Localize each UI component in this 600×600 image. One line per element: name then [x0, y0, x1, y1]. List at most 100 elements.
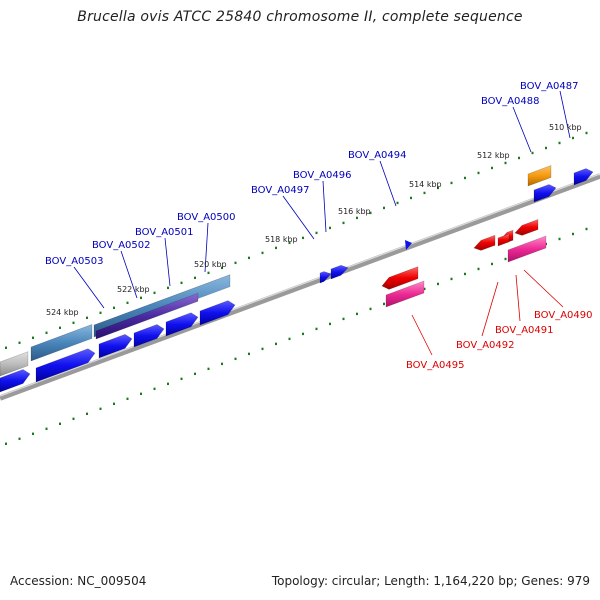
- track-dot: [126, 397, 129, 401]
- track-dot: [423, 287, 426, 291]
- label-bov-a0503-leader: [73, 266, 105, 309]
- gene-blue: [533, 184, 557, 203]
- label-bov-a0502: BOV_A0502: [92, 240, 151, 251]
- label-bov-a0497-leader: [282, 195, 315, 240]
- label-bov-a0494: BOV_A0494: [348, 150, 407, 161]
- track-dot: [153, 291, 156, 295]
- track-dot: [153, 387, 156, 391]
- track-dot: [140, 392, 142, 396]
- track-dot: [288, 241, 291, 245]
- gene-red: [381, 266, 419, 290]
- track-dot: [491, 166, 493, 170]
- scale-label: 514 kbp: [409, 180, 442, 189]
- gene-red-small: [497, 233, 510, 247]
- track-dot: [167, 286, 169, 290]
- label-bov-a0495: BOV_A0495: [406, 360, 465, 371]
- backbone-highlight: [0, 173, 600, 397]
- track-dot: [504, 161, 507, 165]
- track-dot: [450, 277, 453, 281]
- track-dot: [585, 227, 588, 231]
- gene-blue-small: [405, 240, 412, 250]
- track-dot: [18, 341, 21, 344]
- backbone-line: [0, 173, 600, 401]
- track-dot: [477, 171, 480, 175]
- gene-blue: [330, 264, 349, 280]
- track-dot: [99, 311, 102, 315]
- track-dot: [32, 336, 34, 339]
- track-dot: [99, 407, 102, 411]
- track-dot: [234, 357, 237, 361]
- track-dot: [5, 346, 7, 349]
- track-dot: [302, 236, 304, 240]
- track-dot: [369, 211, 372, 215]
- label-bov-a0492-leader: [481, 281, 499, 337]
- scale-label: 512 kbp: [477, 151, 510, 160]
- track-dot: [315, 231, 318, 235]
- track-dot: [383, 206, 385, 210]
- track-dot: [545, 146, 547, 150]
- track-dot: [329, 226, 331, 230]
- label-bov-a0490-leader: [523, 269, 564, 308]
- track-dot: [275, 342, 277, 346]
- gc-dot-tracks: [5, 131, 588, 445]
- label-bov-a0488-leader: [512, 106, 532, 153]
- scale-label: 518 kbp: [265, 235, 298, 244]
- gene-blue: [319, 271, 332, 284]
- track-dot: [261, 251, 264, 255]
- track-dot: [396, 201, 399, 205]
- track-dot: [558, 237, 561, 241]
- label-bov-a0503: BOV_A0503: [45, 256, 104, 267]
- track-dot: [423, 191, 426, 195]
- gene-red: [473, 234, 496, 251]
- track-dot: [234, 261, 237, 265]
- gene-red: [514, 219, 539, 236]
- track-dot: [261, 347, 264, 351]
- track-dot: [221, 266, 223, 270]
- track-dot: [275, 246, 277, 250]
- track-dot: [5, 442, 7, 445]
- track-dot: [369, 307, 372, 311]
- gene-steel: [30, 323, 93, 362]
- label-bov-a0500: BOV_A0500: [177, 212, 236, 223]
- label-bov-a0495-leader: [411, 314, 433, 356]
- track-dot: [572, 136, 574, 140]
- label-bov-a0501-leader: [164, 237, 171, 287]
- label-bov-a0494-leader: [379, 160, 397, 207]
- track-dot: [248, 256, 250, 260]
- track-dot: [464, 272, 466, 276]
- label-bov-a0492: BOV_A0492: [456, 340, 515, 351]
- track-dot: [437, 186, 439, 190]
- label-bov-a0500-leader: [204, 222, 209, 273]
- track-dot: [342, 221, 345, 225]
- track-dot: [180, 281, 183, 285]
- gene-blue: [0, 369, 31, 393]
- track-dot: [180, 377, 183, 381]
- track-dot: [45, 331, 48, 334]
- track-dot: [531, 151, 534, 155]
- track-dot: [585, 131, 588, 135]
- track-dot: [383, 302, 385, 306]
- backbone: [0, 173, 600, 401]
- track-dot: [464, 176, 466, 180]
- map-title: Brucella ovis ATCC 25840 chromosome II, …: [77, 9, 523, 25]
- label-bov-a0491: BOV_A0491: [495, 325, 554, 336]
- track-dot: [140, 296, 142, 300]
- track-dot: [518, 156, 520, 160]
- gene-purple: [95, 292, 199, 340]
- label-bov-a0502-leader: [120, 250, 138, 299]
- track-dot: [356, 216, 358, 220]
- track-dot: [248, 352, 250, 356]
- label-leaders: [73, 90, 571, 356]
- track-dot: [329, 322, 331, 326]
- track-dot: [113, 402, 115, 406]
- gene-blue: [165, 312, 199, 337]
- track-dot: [450, 181, 453, 185]
- gene-blue: [573, 168, 594, 186]
- scale-label: 524 kbp: [46, 308, 79, 317]
- scale-label: 520 kbp: [194, 260, 227, 269]
- track-dot: [167, 382, 169, 386]
- label-bov-a0487-leader: [559, 90, 571, 139]
- accession-text: Accession: NC_009504: [10, 574, 147, 588]
